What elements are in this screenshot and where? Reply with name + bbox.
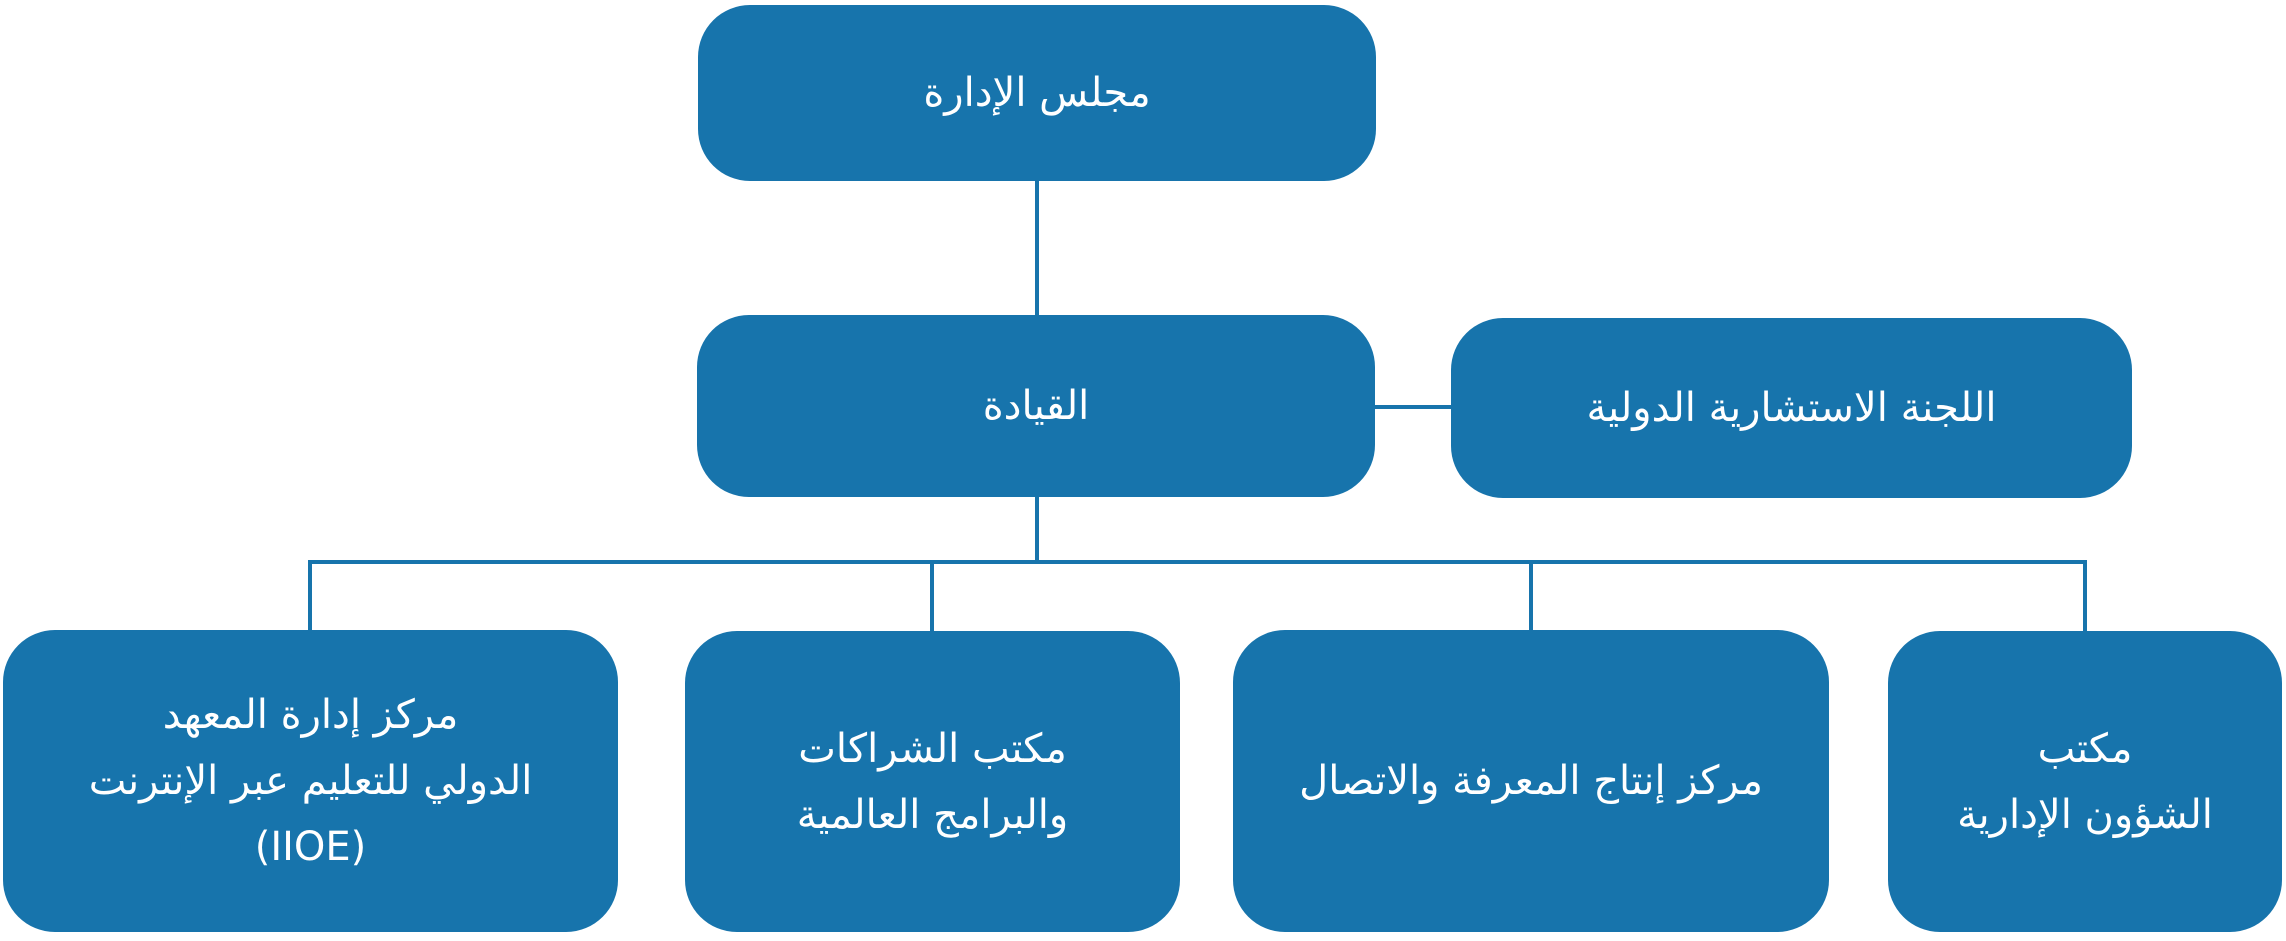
connector-drop-partnerships <box>930 560 934 631</box>
node-label-line: مكتب <box>2037 725 2133 772</box>
node-label-line: مركز إدارة المعهد <box>162 692 459 738</box>
node-label-line: والبرامج العالمية <box>796 791 1069 838</box>
node-label: اللجنة الاستشارية الدولية <box>1586 385 1997 431</box>
node-iioe-management-center: مركز إدارة المعهد الدولي للتعليم عبر الإ… <box>3 630 618 932</box>
node-label-line: الدولي للتعليم عبر الإنترنت <box>88 758 533 804</box>
connector-leadership-stem <box>1035 497 1039 564</box>
node-label: مجلس الإدارة <box>923 70 1151 116</box>
node-knowledge-production-and-communication-center: مركز إنتاج المعرفة والاتصال <box>1233 630 1829 932</box>
connector-leadership-advisory <box>1375 405 1451 409</box>
node-partnerships-and-global-programs-office: مكتب الشراكات والبرامج العالمية <box>685 631 1180 932</box>
connector-drop-admin <box>2083 560 2087 631</box>
node-leadership: القيادة <box>697 315 1375 497</box>
node-label-line: الشؤون الإدارية <box>1957 791 2213 838</box>
connector-drop-knowledge <box>1529 560 1533 630</box>
connector-branch-bus <box>308 560 2087 564</box>
connector-board-leadership <box>1035 181 1039 315</box>
connector-drop-iioe <box>308 560 312 630</box>
node-label-line: مكتب الشراكات <box>798 725 1067 772</box>
node-label-line: (IIOE) <box>254 824 367 870</box>
node-label: مركز إنتاج المعرفة والاتصال <box>1299 758 1763 804</box>
node-administrative-affairs-office: مكتب الشؤون الإدارية <box>1888 631 2282 932</box>
node-board-of-directors: مجلس الإدارة <box>698 5 1376 181</box>
node-label: القيادة <box>982 383 1090 429</box>
node-international-advisory-committee: اللجنة الاستشارية الدولية <box>1451 318 2132 498</box>
